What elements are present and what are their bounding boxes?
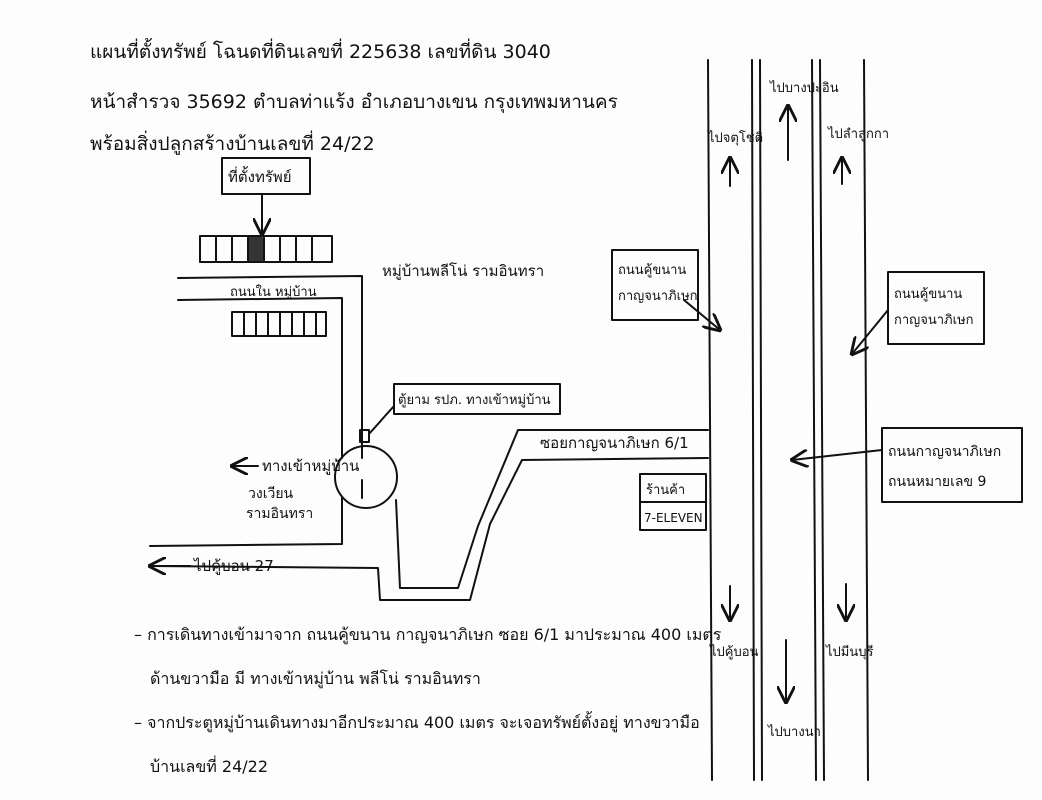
road-box-right-line-2: กาญจนาภิเษก [894, 313, 974, 328]
guard-post-marker [359, 429, 370, 443]
village-label: หมู่บ้านพลีโน่ รามอินทรา [382, 262, 544, 280]
note-line-2: ด้านขวามือ มี ทางเข้าหมู่บ้าน พลีโน่ ราม… [150, 669, 481, 689]
guard-post-label: ตู้ยาม รปภ. ทางเข้าหมู่บ้าน [398, 393, 551, 408]
road-box-right [887, 271, 985, 345]
road-box-left-line-1: ถนนคู้ขนาน [618, 263, 686, 278]
road-box-main-line-2: ถนนหมายเลข 9 [888, 474, 986, 490]
road-box-right-pointer [852, 309, 889, 354]
guard-post-pointer [368, 405, 395, 435]
store-label-1: ร้านค้า [646, 483, 685, 498]
header-line-2: หน้าสำรวจ 35692 ตำบลท่าแร้ง อำเภอบางเขน … [90, 91, 618, 114]
soi-road-upper [395, 429, 709, 589]
property-box-label: ที่ตั้งทรัพย์ [228, 166, 292, 186]
road-box-main-line-1: ถนนกาญจนาภิเษก [888, 444, 1001, 460]
khubon-label: ไปคู้บอน 27 [193, 557, 274, 575]
road-box-left-pointer [683, 299, 720, 330]
kanchanaphisek-road [707, 59, 869, 781]
inner-road-label: ถนนใน หมู่บ้าน [230, 284, 317, 300]
to-chatuchot-label: ไปจตุโชติ [707, 130, 763, 146]
to-minburi-label: ไปมีนบุรี [825, 644, 873, 660]
guard-post-box [393, 383, 561, 415]
property-houses [199, 235, 333, 263]
header-line-1: แผนที่ตั้งทรัพย์ โฉนดที่ดินเลขที่ 225638… [90, 38, 551, 63]
roundabout-label-line-2: รามอินทรา [246, 506, 313, 522]
entrance-label: ทางเข้าหมู่บ้าน [262, 457, 359, 475]
to-khubon-bottom-label: ไปคู้บอน [709, 644, 759, 660]
property-box [221, 157, 311, 195]
road-box-left [611, 249, 699, 321]
to-bangna-label: ไปบางนา [767, 724, 821, 740]
road-box-left-line-2: กาญจนาภิเษก [618, 289, 698, 304]
village-houses [231, 311, 327, 337]
soi-road-lower [149, 457, 709, 601]
roundabout-label: วงเวียนรามอินทรา [246, 486, 313, 522]
road-box-main-pointer [792, 449, 883, 460]
to-bangpa-in-label: ไปบางปะอิน [769, 80, 839, 96]
note-line-1: – การเดินทางเข้ามาจาก ถนนคู้ขนาน กาญจนาภ… [134, 625, 722, 645]
store-label-2: 7-ELEVEN [644, 511, 703, 525]
note-line-3: – จากประตูหมู่บ้านเดินทางมาอีกประมาณ 400… [134, 711, 700, 733]
road-box-main [881, 427, 1023, 503]
road-box-right-line-1: ถนนคู้ขนาน [894, 287, 962, 302]
road-box-left-label: ถนนคู้ขนานกาญจนาภิเษก [618, 263, 698, 304]
note-line-4: บ้านเลขที่ 24/22 [150, 755, 268, 776]
header-line-3: พร้อมสิ่งปลูกสร้างบ้านเลขที่ 24/22 [90, 130, 375, 155]
road-box-main-label: ถนนกาญจนาภิเษกถนนหมายเลข 9 [888, 444, 1001, 490]
roundabout-label-line-1: วงเวียน [248, 486, 294, 502]
inner-village-road [149, 275, 363, 547]
to-lamlukka-label: ไปลำลูกกา [827, 126, 889, 142]
road-box-right-label: ถนนคู้ขนานกาญจนาภิเษก [894, 287, 974, 328]
roundabout [334, 445, 398, 509]
soi-label: ซอยกาญจนาภิเษก 6/1 [540, 434, 689, 452]
